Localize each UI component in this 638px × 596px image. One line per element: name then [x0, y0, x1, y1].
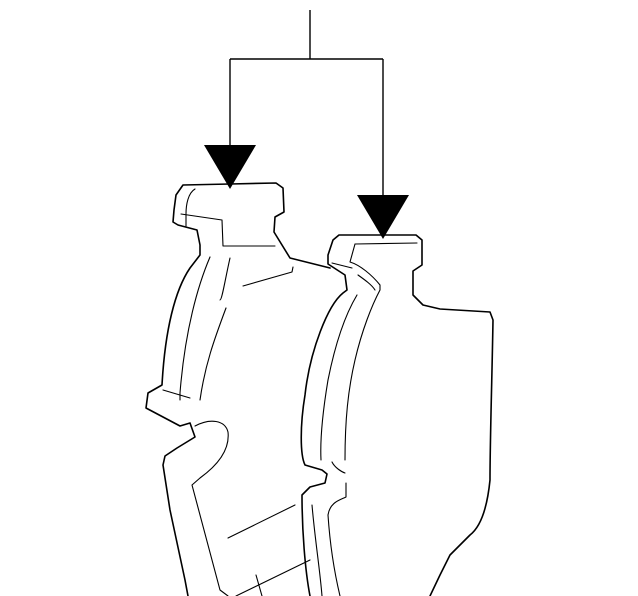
leader-lines — [229, 10, 384, 200]
arrow-down-icon — [357, 195, 409, 239]
brake-pad-front — [300, 234, 494, 596]
brake-pad-rear — [145, 182, 331, 596]
arrow-down-icon — [204, 145, 256, 189]
